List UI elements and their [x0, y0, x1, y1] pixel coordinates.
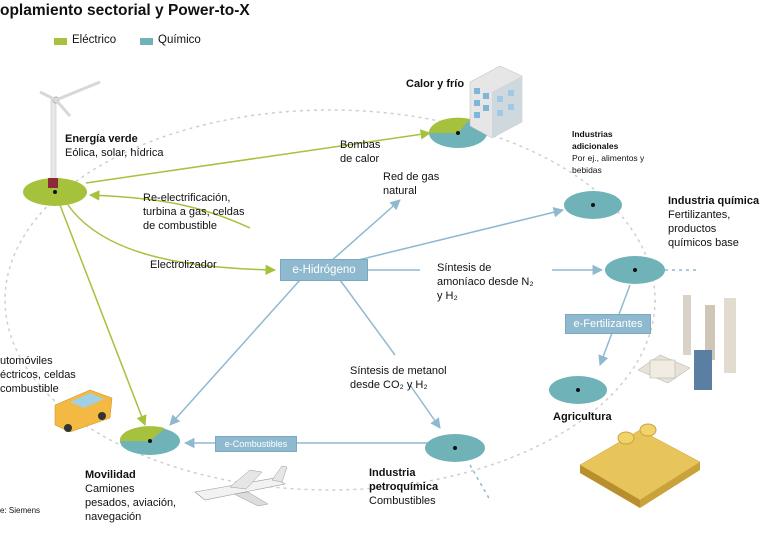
hub-e-hidrogeno: e-Hidrógeno	[280, 259, 368, 281]
reelectrificacion-line-2: turbina a gas, celdas	[143, 206, 245, 218]
line-hub-metanol	[339, 279, 396, 356]
farm-illustration	[579, 423, 701, 508]
automoviles-line-2: éctricos, celdas	[0, 369, 76, 381]
label-industria-petroquimica: Industria petroquímica Combustibles	[369, 466, 438, 508]
e-combustibles-box: e-Combustibles	[215, 436, 297, 452]
reelectrificacion-line-1: Re-electrificación,	[143, 192, 231, 204]
chemical-plant-illustration	[637, 295, 736, 390]
flow-label-sintesis-metanol: Síntesis de metanol desde CO₂ y H₂	[350, 364, 447, 392]
amoniaco-line-2: amoníaco desde N₂	[437, 276, 534, 288]
petroquimica-title-2: petroquímica	[369, 481, 439, 493]
energia-verde-sub: Eólica, solar, hídrica	[65, 147, 164, 159]
arrow-verde-movilidad	[59, 204, 147, 426]
petroquimica-sub: Combustibles	[369, 495, 436, 507]
reelectrificacion-line-3: de combustible	[143, 220, 217, 232]
legend-label-quimico: Químico	[158, 34, 201, 46]
agricultura-title: Agricultura	[553, 411, 612, 423]
disc-movilidad	[119, 426, 180, 455]
legend-label-electrico: Eléctrico	[72, 34, 117, 46]
industrias-adicionales-title-1: Industrias	[572, 129, 613, 139]
label-automoviles: utomóviles éctricos, celdas combustible	[0, 354, 76, 396]
movilidad-sub-1: Camiones	[85, 483, 135, 495]
legend-swatch-quimico	[140, 38, 153, 45]
arrow-hub-movilidad	[169, 279, 301, 426]
industria-quimica-title: Industria química	[668, 195, 760, 207]
red-gas-line-1: Red de gas	[383, 171, 440, 183]
e-fertilizantes-box: e-Fertilizantes	[565, 314, 651, 334]
label-agricultura: Agricultura	[553, 410, 612, 424]
car-illustration	[54, 389, 113, 433]
flow-label-red-gas: Red de gas natural	[383, 170, 439, 198]
disc-petroquimica	[425, 434, 485, 462]
arrow-bombas-calor	[85, 129, 432, 184]
red-gas-line-2: natural	[383, 185, 417, 197]
label-industria-quimica: Industria química Fertilizantes, product…	[668, 194, 759, 250]
amoniaco-line-1: Síntesis de	[437, 262, 492, 274]
calor-frio-title: Calor y frío	[406, 78, 465, 90]
industrias-adicionales-title-2: adicionales	[572, 141, 619, 151]
page-title: oplamiento sectorial y Power-to-X	[0, 2, 250, 19]
bombas-line-2: de calor	[340, 153, 380, 165]
industria-quimica-sub-1: Fertilizantes,	[668, 209, 731, 221]
industria-quimica-sub-2: productos	[668, 223, 717, 235]
movilidad-title: Movilidad	[85, 469, 136, 481]
arrow-reelectrificacion	[88, 190, 251, 229]
label-calor-frio: Calor y frío	[406, 77, 464, 91]
petroquimica-title-1: Industria	[369, 467, 416, 479]
arrow-electrolizador	[67, 204, 277, 276]
airplane-illustration	[194, 465, 288, 507]
disc-industria-quimica	[605, 256, 665, 284]
movilidad-sub-2: pesados, aviación,	[85, 497, 177, 509]
arrow-hub-industrias	[349, 207, 565, 263]
automoviles-line-3: combustible	[0, 383, 59, 395]
amoniaco-line-3: y H₂	[437, 290, 458, 302]
bombas-line-1: Bombas	[340, 139, 381, 151]
label-movilidad: Movilidad Camiones pesados, aviación, na…	[85, 468, 176, 524]
flow-label-electrolizador: Electrolizador	[150, 259, 217, 271]
flow-label-bombas: Bombas de calor	[340, 138, 380, 166]
cycle-ring	[4, 109, 656, 491]
building-illustration	[469, 65, 523, 139]
metanol-line-2: desde CO₂ y H₂	[350, 379, 428, 391]
movilidad-sub-3: navegación	[85, 511, 142, 523]
industrias-adicionales-sub-2: bebidas	[572, 165, 602, 175]
arrow-metanol-petro	[409, 384, 441, 429]
legend: Eléctrico Químico	[54, 34, 224, 48]
label-industrias-adicionales: Industrias adicionales Por ej., alimento…	[572, 128, 644, 176]
automoviles-line-1: utomóviles	[0, 355, 53, 367]
industrias-adicionales-sub-1: Por ej., alimentos y	[572, 153, 645, 163]
flow-label-reelectrificacion: Re-electrificación, turbina a gas, celda…	[143, 191, 245, 233]
arrow-red-gas	[329, 199, 401, 263]
legend-swatch-electrico	[54, 38, 67, 45]
disc-industrias-adicionales	[564, 191, 622, 219]
flow-label-sintesis-amoniaco: Síntesis de amoníaco desde N₂ y H₂	[437, 261, 534, 303]
disc-agricultura	[549, 376, 607, 404]
label-energia-verde: Energía verde Eólica, solar, hídrica	[65, 132, 163, 160]
industria-quimica-sub-3: químicos base	[668, 237, 739, 249]
source-note: e: Siemens	[0, 506, 41, 515]
energia-verde-title: Energía verde	[65, 133, 138, 145]
metanol-line-1: Síntesis de metanol	[350, 365, 447, 377]
disc-energia-verde	[23, 178, 87, 206]
wind-turbine-illustration	[39, 80, 101, 188]
